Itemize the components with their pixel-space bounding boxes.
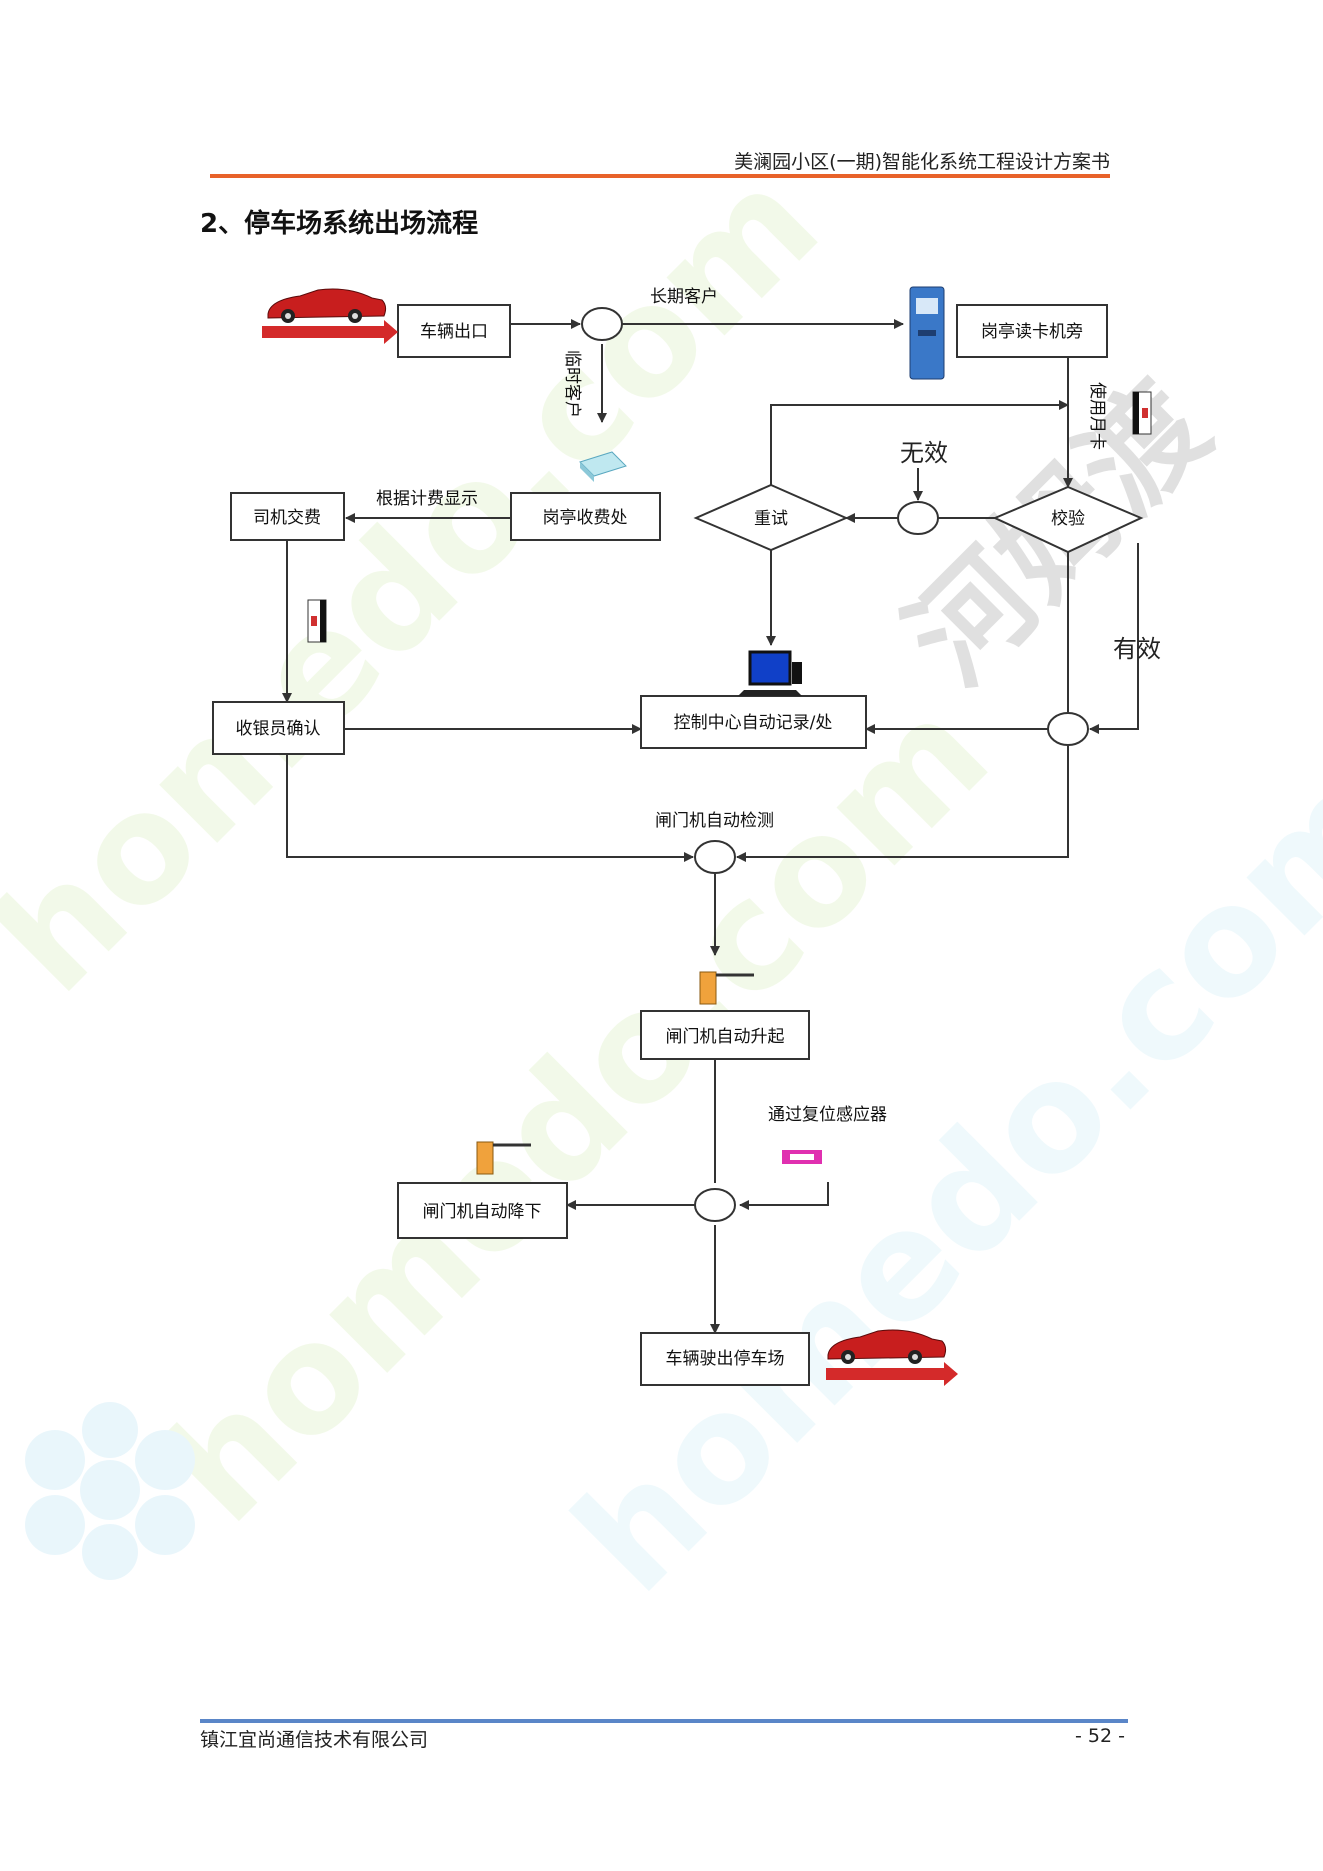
header-title: 美澜园小区(一期)智能化系统工程设计方案书 — [734, 151, 1110, 173]
junction-reset — [694, 1188, 736, 1222]
edge-sensor-to-reset — [739, 1182, 829, 1210]
payment-card-icon — [307, 599, 327, 643]
svg-text:闸门机自动降下: 闸门机自动降下 — [423, 1202, 542, 1222]
label-reset-sensor: 通过复位感应器 — [768, 1105, 887, 1125]
junction-detect — [694, 840, 736, 874]
label-valid: 有效 — [1113, 635, 1161, 663]
junction-valid — [1047, 712, 1089, 746]
node-gate-lower: 闸门机自动降下 — [397, 1182, 568, 1239]
edge-valid-to-detect — [736, 746, 1069, 862]
edge-cashier-to-detect — [286, 755, 694, 862]
node-cashier-confirm: 收银员确认 — [212, 701, 345, 755]
node-driver-pay: 司机交费 — [230, 492, 345, 541]
svg-text:收银员确认: 收银员确认 — [236, 719, 321, 739]
node-vehicle-exit: 车辆出口 — [397, 304, 511, 358]
svg-text:校验: 校验 — [1051, 509, 1085, 529]
watermark-flower-icon — [25, 1402, 195, 1580]
svg-text:闸门机自动升起: 闸门机自动升起 — [666, 1027, 785, 1047]
watermark: homedo.com homedo.com homedo.com 河姆渡 — [0, 136, 1323, 1625]
node-exit-lot: 车辆驶出停车场 — [640, 1332, 810, 1386]
label-gate-detect: 闸门机自动检测 — [655, 811, 774, 831]
node-retry: 重试 — [693, 483, 849, 552]
reset-sensor-icon — [782, 1150, 822, 1164]
svg-text:车辆驶出停车场: 车辆驶出停车场 — [666, 1349, 785, 1369]
node-gate-raise: 闸门机自动升起 — [640, 1010, 810, 1060]
svg-text:司机交费: 司机交费 — [253, 508, 321, 528]
label-use-monthly-card: 使用月卡 — [1087, 382, 1108, 450]
svg-text:重试: 重试 — [754, 509, 788, 529]
edge-retry-loop — [770, 400, 1069, 485]
ticket-printer-icon — [579, 451, 627, 482]
barrier-down-icon — [476, 1141, 531, 1175]
card-reader-kiosk-icon — [909, 286, 945, 380]
svg-text:岗亭收费处: 岗亭收费处 — [543, 508, 628, 528]
header-divider — [210, 174, 1110, 178]
node-control-center: 控制中心自动记录/处 — [640, 695, 867, 749]
label-temporary: 临时客户 — [562, 350, 582, 418]
page-number: - 52 - — [1075, 1725, 1125, 1747]
label-long-term: 长期客户 — [650, 287, 718, 307]
svg-text:车辆出口: 车辆出口 — [420, 322, 488, 342]
section-title: 2、停车场系统出场流程 — [200, 209, 479, 239]
svg-text:控制中心自动记录/处: 控制中心自动记录/处 — [674, 713, 833, 733]
junction-invalid — [897, 501, 939, 535]
label-fee-display: 根据计费显示 — [376, 489, 478, 509]
monthly-card-icon — [1132, 391, 1152, 435]
footer-divider — [200, 1719, 1128, 1723]
node-booth-reader: 岗亭读卡机旁 — [956, 304, 1108, 358]
barrier-up-icon — [699, 971, 754, 1005]
junction-split — [581, 307, 623, 341]
node-booth-toll: 岗亭收费处 — [510, 492, 661, 541]
footer-company: 镇江宜尚通信技术有限公司 — [200, 1729, 429, 1751]
node-verify: 校验 — [992, 485, 1144, 554]
svg-text:岗亭读卡机旁: 岗亭读卡机旁 — [981, 322, 1083, 342]
car-exit-icon — [826, 1329, 958, 1386]
edge-valid — [1089, 543, 1139, 734]
computer-icon — [738, 650, 802, 696]
car-entry-icon — [262, 288, 398, 344]
label-invalid: 无效 — [900, 439, 948, 467]
